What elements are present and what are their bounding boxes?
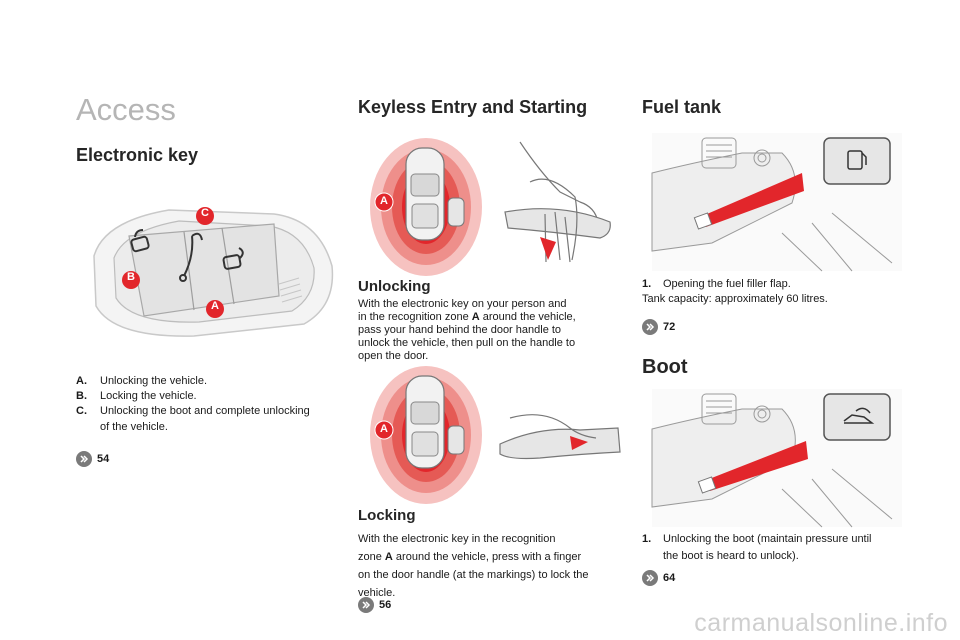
book-reference-icon xyxy=(76,451,92,467)
boot-release-illustration xyxy=(651,389,902,528)
list-item: 1. Opening the fuel filler flap. xyxy=(642,277,912,292)
text-line: open the door. xyxy=(358,350,623,363)
finger-press-illustration xyxy=(499,414,621,460)
text-run: A xyxy=(471,311,480,323)
watermark: carmanualsonline.info xyxy=(694,609,948,637)
page-number: 64 xyxy=(663,572,676,584)
tank-capacity: Tank capacity: approximately 60 litres. xyxy=(642,293,828,305)
book-reference-icon xyxy=(642,570,658,586)
item-text: Locking the vehicle. xyxy=(100,390,197,402)
zone-label-a: A xyxy=(380,195,388,207)
page-reference-54[interactable]: 54 xyxy=(76,451,109,467)
boot-open-icon xyxy=(179,232,203,282)
fuel-flap-illustration xyxy=(651,133,902,272)
item-text: Unlocking the boot (maintain pressure un… xyxy=(663,533,872,545)
item-text: Unlocking the vehicle. xyxy=(100,375,208,387)
item-text: of the vehicle. xyxy=(100,421,168,433)
list-item: B. Locking the vehicle. xyxy=(76,389,346,404)
boot-heading: Boot xyxy=(642,356,688,378)
page-title: Access xyxy=(76,92,176,127)
list-item: the boot is heard to unlock). xyxy=(642,548,912,565)
page-reference-64[interactable]: 64 xyxy=(642,570,675,586)
text-line: zone A around the vehicle, press with a … xyxy=(358,548,623,566)
keyless-heading: Keyless Entry and Starting xyxy=(358,97,588,117)
locking-zone-illustration xyxy=(370,366,482,504)
list-item: C. Unlocking the boot and complete unlock… xyxy=(76,404,346,419)
page-number: 72 xyxy=(663,321,676,333)
book-reference-icon xyxy=(358,597,374,613)
locking-text: With the electronic key in the recogniti… xyxy=(358,530,623,602)
item-text: Opening the fuel filler flap. xyxy=(663,278,791,290)
text-run: around the vehicle, press with a finger xyxy=(392,551,582,563)
text-run: open the door. xyxy=(358,350,429,362)
text-line: unlock the vehicle, then pull on the han… xyxy=(358,337,623,350)
electronic-key-heading: Electronic key xyxy=(76,145,199,165)
text-line: vehicle. xyxy=(358,584,623,602)
list-item: 1. Unlocking the boot (maintain pressure … xyxy=(642,531,912,548)
item-text: the boot is heard to unlock). xyxy=(663,550,799,562)
text-run: pass your hand behind the door handle to xyxy=(358,324,562,336)
unlocking-text: With the electronic key on your person a… xyxy=(358,298,623,363)
text-line: With the electronic key on your person a… xyxy=(358,298,623,311)
locking-heading: Locking xyxy=(358,507,416,524)
item-key: 1. xyxy=(642,533,652,545)
padlock-open-icon xyxy=(222,247,244,270)
boot-release-icon xyxy=(843,407,875,424)
fuel-tank-list: 1. Opening the fuel filler flap. xyxy=(642,277,912,292)
text-line: With the electronic key in the recogniti… xyxy=(358,530,623,548)
callout-c: C xyxy=(201,207,209,219)
item-key: A. xyxy=(76,375,87,387)
unlocking-zone-illustration xyxy=(370,138,482,276)
text-run: vehicle. xyxy=(358,587,396,599)
page-number: 56 xyxy=(379,599,392,611)
fuel-tank-heading: Fuel tank xyxy=(642,97,722,117)
boot-list: 1. Unlocking the boot (maintain pressure … xyxy=(642,531,912,565)
item-key xyxy=(642,548,663,565)
item-key: C. xyxy=(76,405,87,417)
page-number: 54 xyxy=(97,453,110,465)
electronic-key-list: A. Unlocking the vehicle. B. Locking the v… xyxy=(76,374,346,435)
zone-label-a: A xyxy=(380,423,388,435)
text-run: With the electronic key on your person a… xyxy=(358,298,567,310)
page-reference-72[interactable]: 72 xyxy=(642,319,675,335)
item-key: B. xyxy=(76,390,87,402)
text-run: in the recognition zone xyxy=(358,311,472,323)
list-item: A. Unlocking the vehicle. xyxy=(76,374,346,389)
text-run: A xyxy=(384,551,393,563)
callout-b: B xyxy=(127,271,135,283)
text-run: on the door handle (at the markings) to … xyxy=(358,569,589,581)
hand-pull-illustration xyxy=(504,141,611,263)
item-key: 1. xyxy=(642,278,652,290)
unlocking-heading: Unlocking xyxy=(358,278,431,295)
fuel-flap-icon xyxy=(847,150,867,170)
text-line: in the recognition zone A around the veh… xyxy=(358,311,623,324)
electronic-key-illustration xyxy=(93,207,334,337)
item-text: Unlocking the boot and complete unlockin… xyxy=(100,405,310,417)
text-run: With the electronic key in the recogniti… xyxy=(358,533,556,545)
text-run: around the vehicle, xyxy=(479,311,576,323)
text-line: on the door handle (at the markings) to … xyxy=(358,566,623,584)
padlock-closed-icon xyxy=(130,229,150,253)
text-line: pass your hand behind the door handle to xyxy=(358,324,623,337)
book-reference-icon xyxy=(642,319,658,335)
text-run: unlock the vehicle, then pull on the han… xyxy=(358,337,576,349)
item-key xyxy=(76,420,100,435)
text-run: zone xyxy=(358,551,385,563)
page-reference-56[interactable]: 56 xyxy=(358,597,391,613)
list-item: of the vehicle. xyxy=(76,420,346,435)
callout-a: A xyxy=(211,300,219,312)
